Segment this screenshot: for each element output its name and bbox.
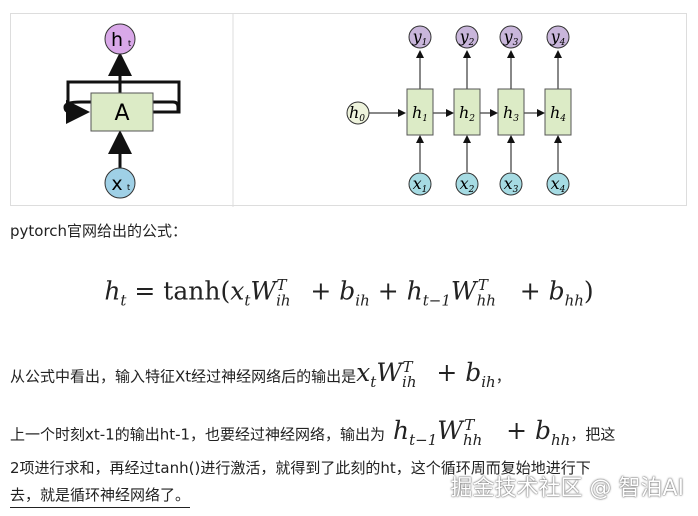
node-y2 <box>455 25 479 49</box>
node-x3 <box>499 172 523 196</box>
intro-text: pytorch官网给出的公式： <box>10 222 188 240</box>
hidden-cell <box>453 88 481 136</box>
cell-a <box>90 92 154 132</box>
node-x1 <box>408 172 432 196</box>
paragraph-line-4: 去，就是循环神经网络了。 <box>10 484 191 508</box>
node-y3 <box>499 25 523 49</box>
node-x2 <box>455 172 479 196</box>
node-h0 <box>346 101 370 125</box>
node-x4 <box>546 172 570 196</box>
hidden-cell <box>544 88 572 136</box>
paragraph-line-2: 上一个时刻xt-1的输出ht-1，也要经过神经网络，输出为 ht−1WhhT +… <box>10 416 616 450</box>
rolled-rnn: A h t x t <box>63 23 181 199</box>
hidden-cell <box>497 88 525 136</box>
input-node <box>104 167 136 199</box>
paragraph-line-3: 2项进行求和，再经过tanh()进行激活，就得到了此刻的ht，这个循环周而复始地… <box>10 459 591 477</box>
svg-text:x: x <box>111 173 122 195</box>
svg-text:t: t <box>128 39 131 48</box>
watermark: 掘金技术社区 @ 智泊AI <box>450 476 684 501</box>
svg-text:A: A <box>114 101 129 126</box>
svg-text:t: t <box>127 183 130 192</box>
output-node <box>104 23 136 55</box>
rnn-formula: ht = tanh(xtWihT + bih + ht−1WhhT + bhh) <box>104 276 594 310</box>
svg-text:h: h <box>111 29 123 51</box>
node-y1 <box>408 25 432 49</box>
paragraph-line-1: 从公式中看出，输入特征Xt经过神经网络后的输出是xtWihT + bih， <box>10 358 511 392</box>
node-y4 <box>546 25 570 49</box>
hidden-cell <box>406 88 434 136</box>
